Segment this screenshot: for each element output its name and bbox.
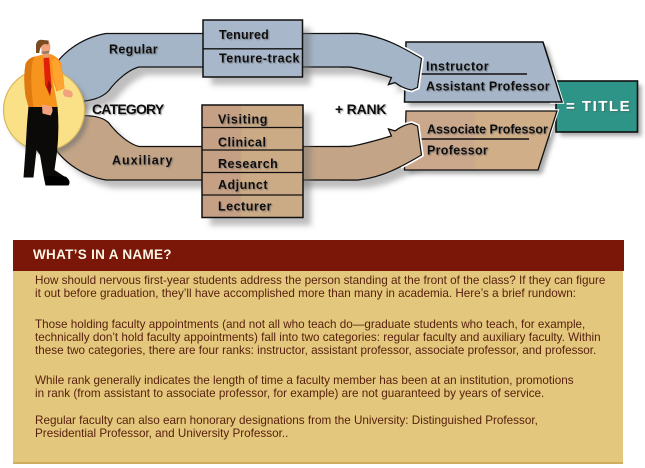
svg-text:Visiting: Visiting [218, 112, 268, 126]
svg-text:+ RANK: + RANK [335, 101, 386, 117]
svg-text:Associate Professor: Associate Professor [427, 123, 548, 137]
svg-text:= TITLE: = TITLE [566, 98, 631, 115]
svg-text:Lecturer: Lecturer [218, 199, 272, 213]
svg-text:Tenured: Tenured [219, 28, 269, 42]
svg-text:Tenure-track: Tenure-track [219, 52, 300, 66]
svg-text:Professor: Professor [427, 144, 488, 158]
svg-text:Auxiliary: Auxiliary [112, 153, 173, 167]
svg-text:Adjunct: Adjunct [218, 178, 268, 192]
svg-text:Assistant Professor: Assistant Professor [426, 80, 550, 94]
svg-text:Regular: Regular [109, 42, 158, 56]
svg-text:Research: Research [218, 157, 278, 171]
svg-text:Clinical: Clinical [218, 136, 266, 150]
svg-text:CATEGORY: CATEGORY [92, 101, 165, 117]
svg-text:Instructor: Instructor [426, 60, 489, 74]
